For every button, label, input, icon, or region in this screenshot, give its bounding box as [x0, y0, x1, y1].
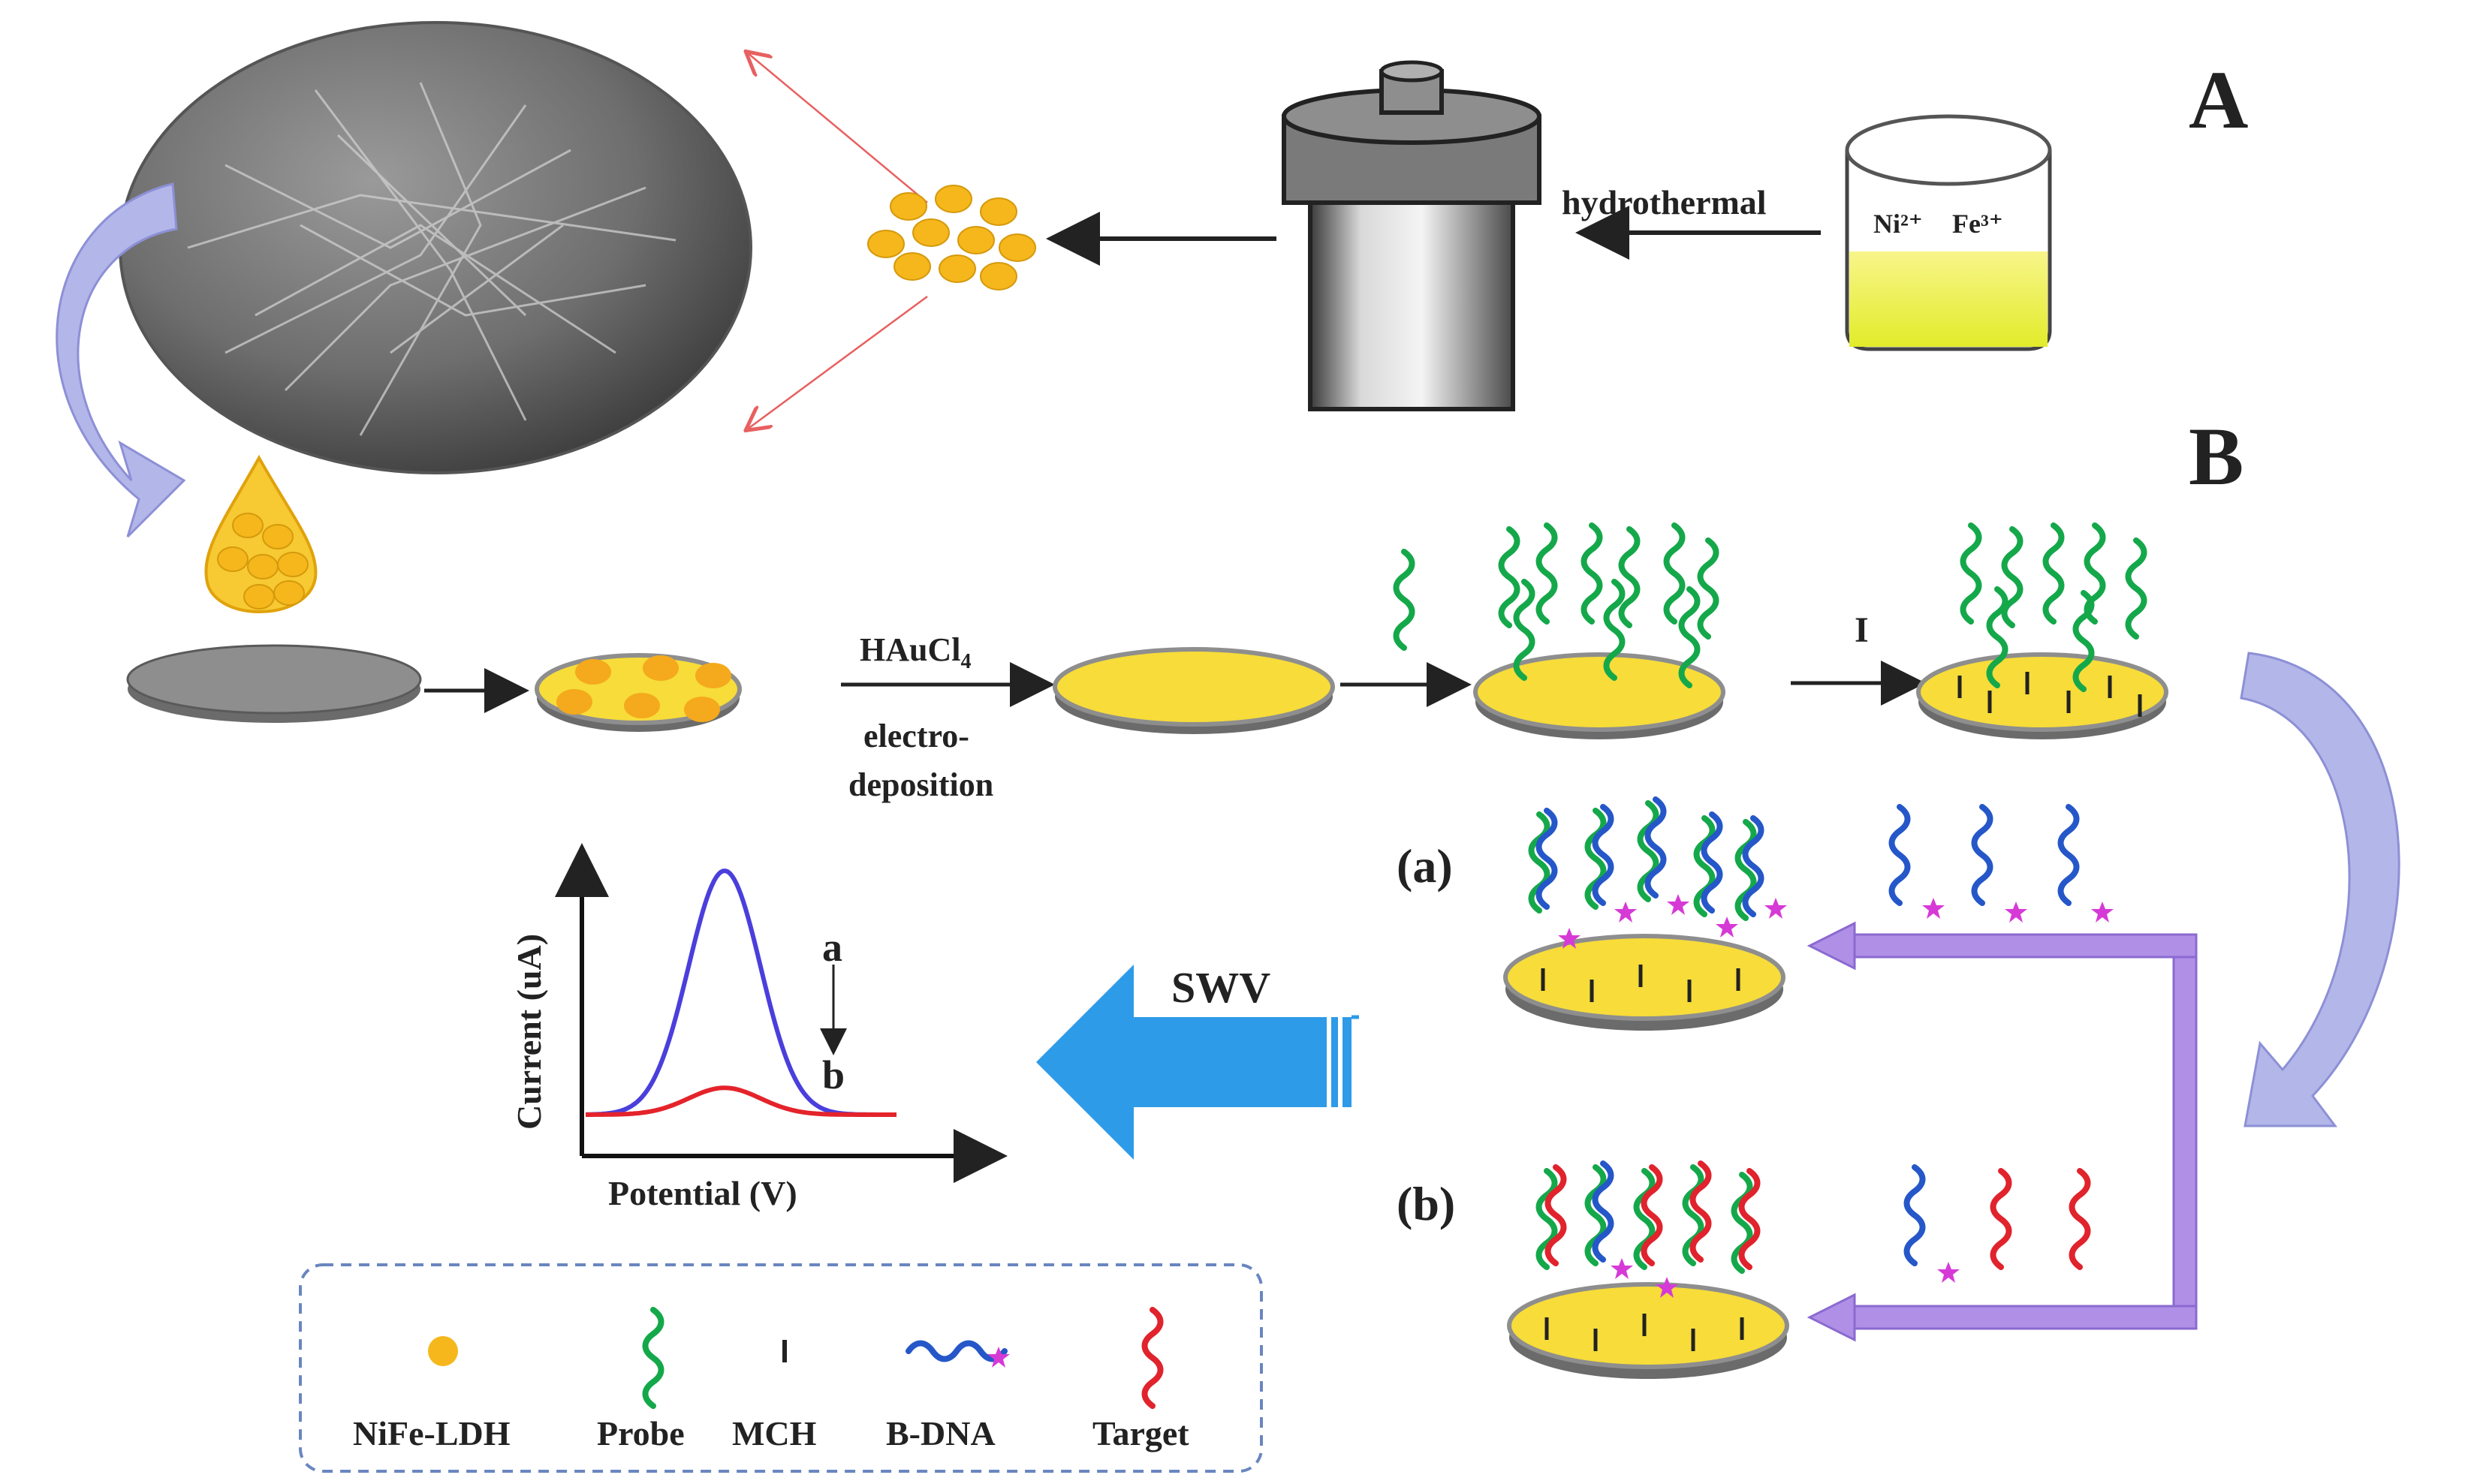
legend-box: NiFe-LDH Probe MCH B-DNA Target: [299, 1263, 1263, 1473]
electrode-case-a: [1503, 799, 1787, 1031]
swv-plot: [555, 843, 1008, 1183]
beaker-icon: [1845, 114, 2052, 351]
zoom-line-bottom: [747, 295, 928, 429]
bdna-strand-icon: [906, 1340, 1010, 1368]
panel-b-label: B: [2189, 411, 2243, 502]
plot-x-label: Potential (V): [608, 1174, 797, 1212]
bare-electrode: [126, 644, 422, 723]
gold-electrode: [1053, 647, 1335, 734]
ni-ion-label: Ni²⁺: [1873, 209, 1923, 239]
method-label-line2: deposition: [848, 766, 993, 803]
legend-label-ldh: NiFe-LDH: [353, 1414, 511, 1452]
ldh-particle-cluster: [867, 185, 1036, 290]
method-label-line1: electro-: [863, 718, 969, 754]
swv-curve-a: [586, 868, 896, 1117]
reagent-label: HAuCl4: [860, 631, 971, 673]
electrode-case-b: [1507, 1163, 1789, 1379]
zoom-line-top: [747, 53, 928, 203]
plot-y-label: Current (uA): [510, 934, 548, 1130]
free-strand-group-b: [1907, 1167, 2088, 1283]
probe-mch-electrode: [1916, 525, 2168, 739]
swv-label: SWV: [1171, 963, 1270, 1012]
probe-electrode: [1473, 525, 1725, 739]
free-probe-strand: [1397, 552, 1412, 648]
hydrothermal-label: hydrothermal: [1562, 183, 1767, 221]
curved-arrow-left: [56, 182, 186, 538]
legend-label-mch: MCH: [732, 1414, 817, 1452]
legend-label-probe: Probe: [597, 1414, 685, 1452]
plot-curve-b-label: b: [822, 1052, 845, 1097]
legend-label-target: Target: [1092, 1414, 1189, 1452]
swv-curve-b: [586, 1085, 896, 1117]
case-b-label: (b): [1397, 1177, 1455, 1230]
ldh-droplet-icon: [204, 454, 318, 613]
step4-mch-mark: I: [1855, 610, 1869, 650]
panel-a-label: A: [2189, 54, 2248, 146]
plot-curve-a-label: a: [822, 925, 842, 970]
legend-label-bdna: B-DNA: [886, 1414, 996, 1452]
ldh-particle-icon: [428, 1336, 458, 1366]
distribution-flow: [1807, 921, 2198, 1342]
autoclave-icon: [1282, 60, 1541, 411]
ldh-modified-electrode: [535, 653, 742, 732]
case-a-label: (a): [1397, 839, 1453, 893]
sem-image-ldh: [119, 21, 752, 474]
free-bdna-group-a: [1892, 807, 2114, 923]
swv-arrow: [1036, 965, 1359, 1160]
curved-arrow-right: [2240, 652, 2400, 1127]
fe-ion-label: Fe³⁺: [1952, 209, 2003, 239]
